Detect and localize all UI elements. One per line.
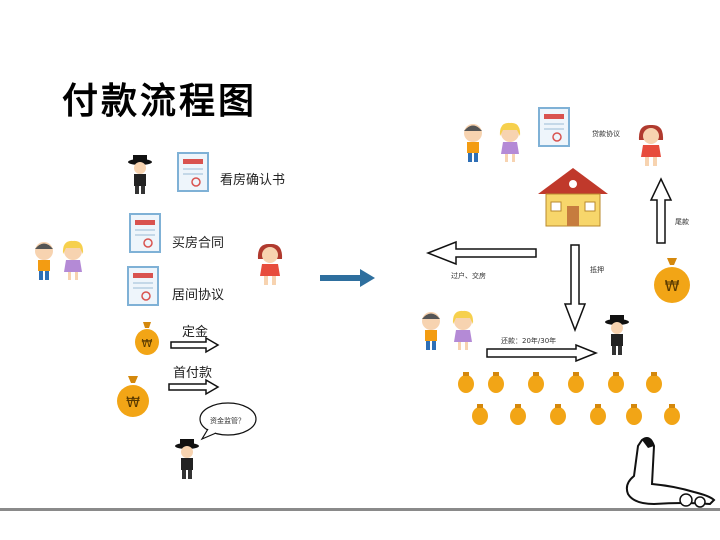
svg-text:₩: ₩ — [665, 277, 680, 295]
buyer-girl-icon — [499, 122, 521, 162]
page-title: 付款流程图 — [62, 81, 258, 122]
house-icon — [538, 168, 608, 227]
buyer-girl-icon — [62, 240, 84, 280]
document-icon — [177, 152, 209, 192]
doodle-decoration — [625, 437, 716, 508]
view-house-label: 看房确认书 — [220, 173, 286, 188]
down-payment-arrow-icon — [168, 378, 220, 396]
transfer-arrow-icon — [425, 240, 537, 266]
buyer-boy-icon — [464, 124, 482, 162]
bottom-divider — [0, 508, 720, 511]
repayment-label: 还款：20年/30年 — [501, 337, 557, 345]
deposit-arrow-icon — [170, 336, 220, 354]
speech-bubble — [199, 402, 257, 441]
flow-arrow-icon — [320, 269, 375, 287]
repayment-arrow-icon — [486, 343, 599, 363]
bank-person-icon — [638, 124, 664, 166]
agency-agreement-label: 居间协议 — [172, 288, 225, 303]
money-bag-icon: ₩ — [117, 376, 149, 417]
mortgage-arrow-icon — [563, 244, 587, 333]
document-icon — [538, 107, 570, 147]
buyer-boy-icon — [35, 242, 53, 280]
agent-person-icon — [175, 439, 199, 479]
purchase-contract-label: 买房合同 — [172, 236, 225, 251]
final-payment-arrow-icon — [649, 177, 673, 244]
speech-bubble-text: 资金监管？ — [210, 417, 245, 425]
money-bag-icon: ₩ — [135, 322, 159, 355]
buyer-boy-icon — [422, 312, 440, 350]
deposit-label: 定金 — [182, 325, 209, 340]
repayment-money-bags — [458, 372, 680, 425]
document-icon — [129, 213, 161, 253]
bank-agent-icon — [605, 315, 629, 355]
mortgage-label: 抵押 — [590, 266, 604, 274]
final-payment-label: 尾款 — [675, 218, 689, 226]
transfer-label: 过户、交房 — [451, 272, 486, 280]
agent-person-icon — [128, 155, 152, 194]
buyer-girl-icon — [452, 310, 474, 350]
svg-text:₩: ₩ — [142, 337, 153, 350]
money-bag-icon: ₩ — [654, 258, 690, 303]
svg-text:₩: ₩ — [126, 395, 140, 411]
document-icon — [127, 266, 159, 306]
down-payment-label: 首付款 — [173, 366, 213, 381]
seller-person-icon — [257, 243, 283, 285]
loan-agreement-label: 贷款协议 — [592, 130, 620, 138]
